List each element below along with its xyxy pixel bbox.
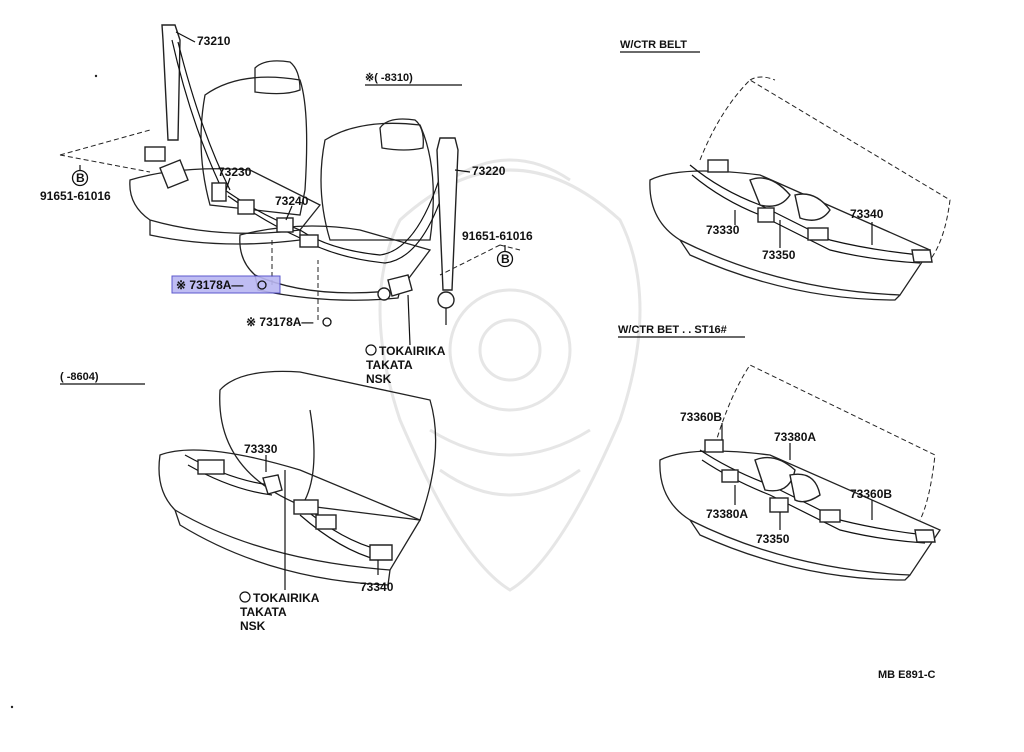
mfr-nsk: NSK — [240, 619, 266, 633]
mfr-tokairika: TOKAIRIKA — [253, 591, 320, 605]
part-label-73340-rear[interactable]: 73340 — [360, 580, 394, 594]
mfr-nsk: NSK — [366, 372, 392, 386]
rear-belt-assembly — [184, 454, 393, 590]
watermark-emblem — [378, 158, 642, 592]
part-label-73220[interactable]: 73220 — [472, 164, 506, 178]
manufacturer-note-rear: TOKAIRIKA TAKATA NSK — [239, 591, 320, 633]
st16-belt-assembly — [699, 423, 936, 544]
document-code: MB E891-C — [878, 669, 936, 681]
part-label-73178a-lower[interactable]: ※ 73178A— — [246, 315, 313, 329]
part-label-91651-left[interactable]: 91651-61016 — [40, 189, 111, 203]
mfr-tokairika: TOKAIRIKA — [379, 344, 446, 358]
part-highlight-box[interactable] — [171, 275, 281, 294]
part-label-73330-rear[interactable]: 73330 — [244, 442, 278, 456]
front-seat-right — [239, 118, 434, 301]
scan-dot — [10, 705, 14, 709]
st16-bench-seat — [659, 364, 941, 581]
part-label-73178a-highlight[interactable]: ※ 73178A— — [176, 278, 243, 292]
front-leaders — [59, 31, 521, 346]
scan-dot — [94, 74, 98, 78]
part-label-73350-st16[interactable]: 73350 — [756, 532, 790, 546]
bolt-symbol-left: B — [71, 169, 89, 187]
part-label-73340-ctr[interactable]: 73340 — [850, 207, 884, 221]
clip-ring — [322, 317, 332, 327]
header-w-ctr-belt: W/CTR BELT — [620, 39, 687, 51]
part-label-73330-ctr[interactable]: 73330 — [706, 223, 740, 237]
part-label-73240[interactable]: 73240 — [275, 194, 309, 208]
clip-ring — [257, 280, 267, 290]
part-label-73380a-low[interactable]: 73380A — [706, 507, 748, 521]
bolt-letter: B — [76, 171, 85, 185]
part-label-73360b-right[interactable]: 73360B — [850, 487, 892, 501]
header-note-8310: ※( -8310) — [365, 72, 413, 84]
bolt-letter: B — [501, 252, 510, 266]
front-belt-assembly-right — [377, 137, 459, 325]
part-label-73230[interactable]: 73230 — [218, 165, 252, 179]
ctr-belt-bench-seat — [649, 76, 951, 301]
part-label-73360b-left[interactable]: 73360B — [680, 410, 722, 424]
mfr-takata: TAKATA — [240, 605, 287, 619]
header-w-ctr-bet-st16: W/CTR BET . . ST16# — [618, 324, 727, 336]
header-upto-8604: ( -8604) — [60, 371, 99, 383]
part-label-73380a-top[interactable]: 73380A — [774, 430, 816, 444]
rear-bench-seat — [158, 370, 437, 586]
circle-marker-icon — [365, 344, 377, 356]
manufacturer-note-front: TOKAIRIKA TAKATA NSK — [365, 344, 446, 386]
front-belt-assembly-left — [144, 24, 453, 264]
part-label-91651-right[interactable]: 91651-61016 — [462, 229, 533, 243]
circle-marker-icon — [239, 591, 251, 603]
part-label-73350-ctr[interactable]: 73350 — [762, 248, 796, 262]
bolt-symbol-right: B — [496, 250, 514, 268]
part-label-73210[interactable]: 73210 — [197, 34, 231, 48]
ctr-belt-assembly — [689, 159, 933, 264]
mfr-takata: TAKATA — [366, 358, 413, 372]
